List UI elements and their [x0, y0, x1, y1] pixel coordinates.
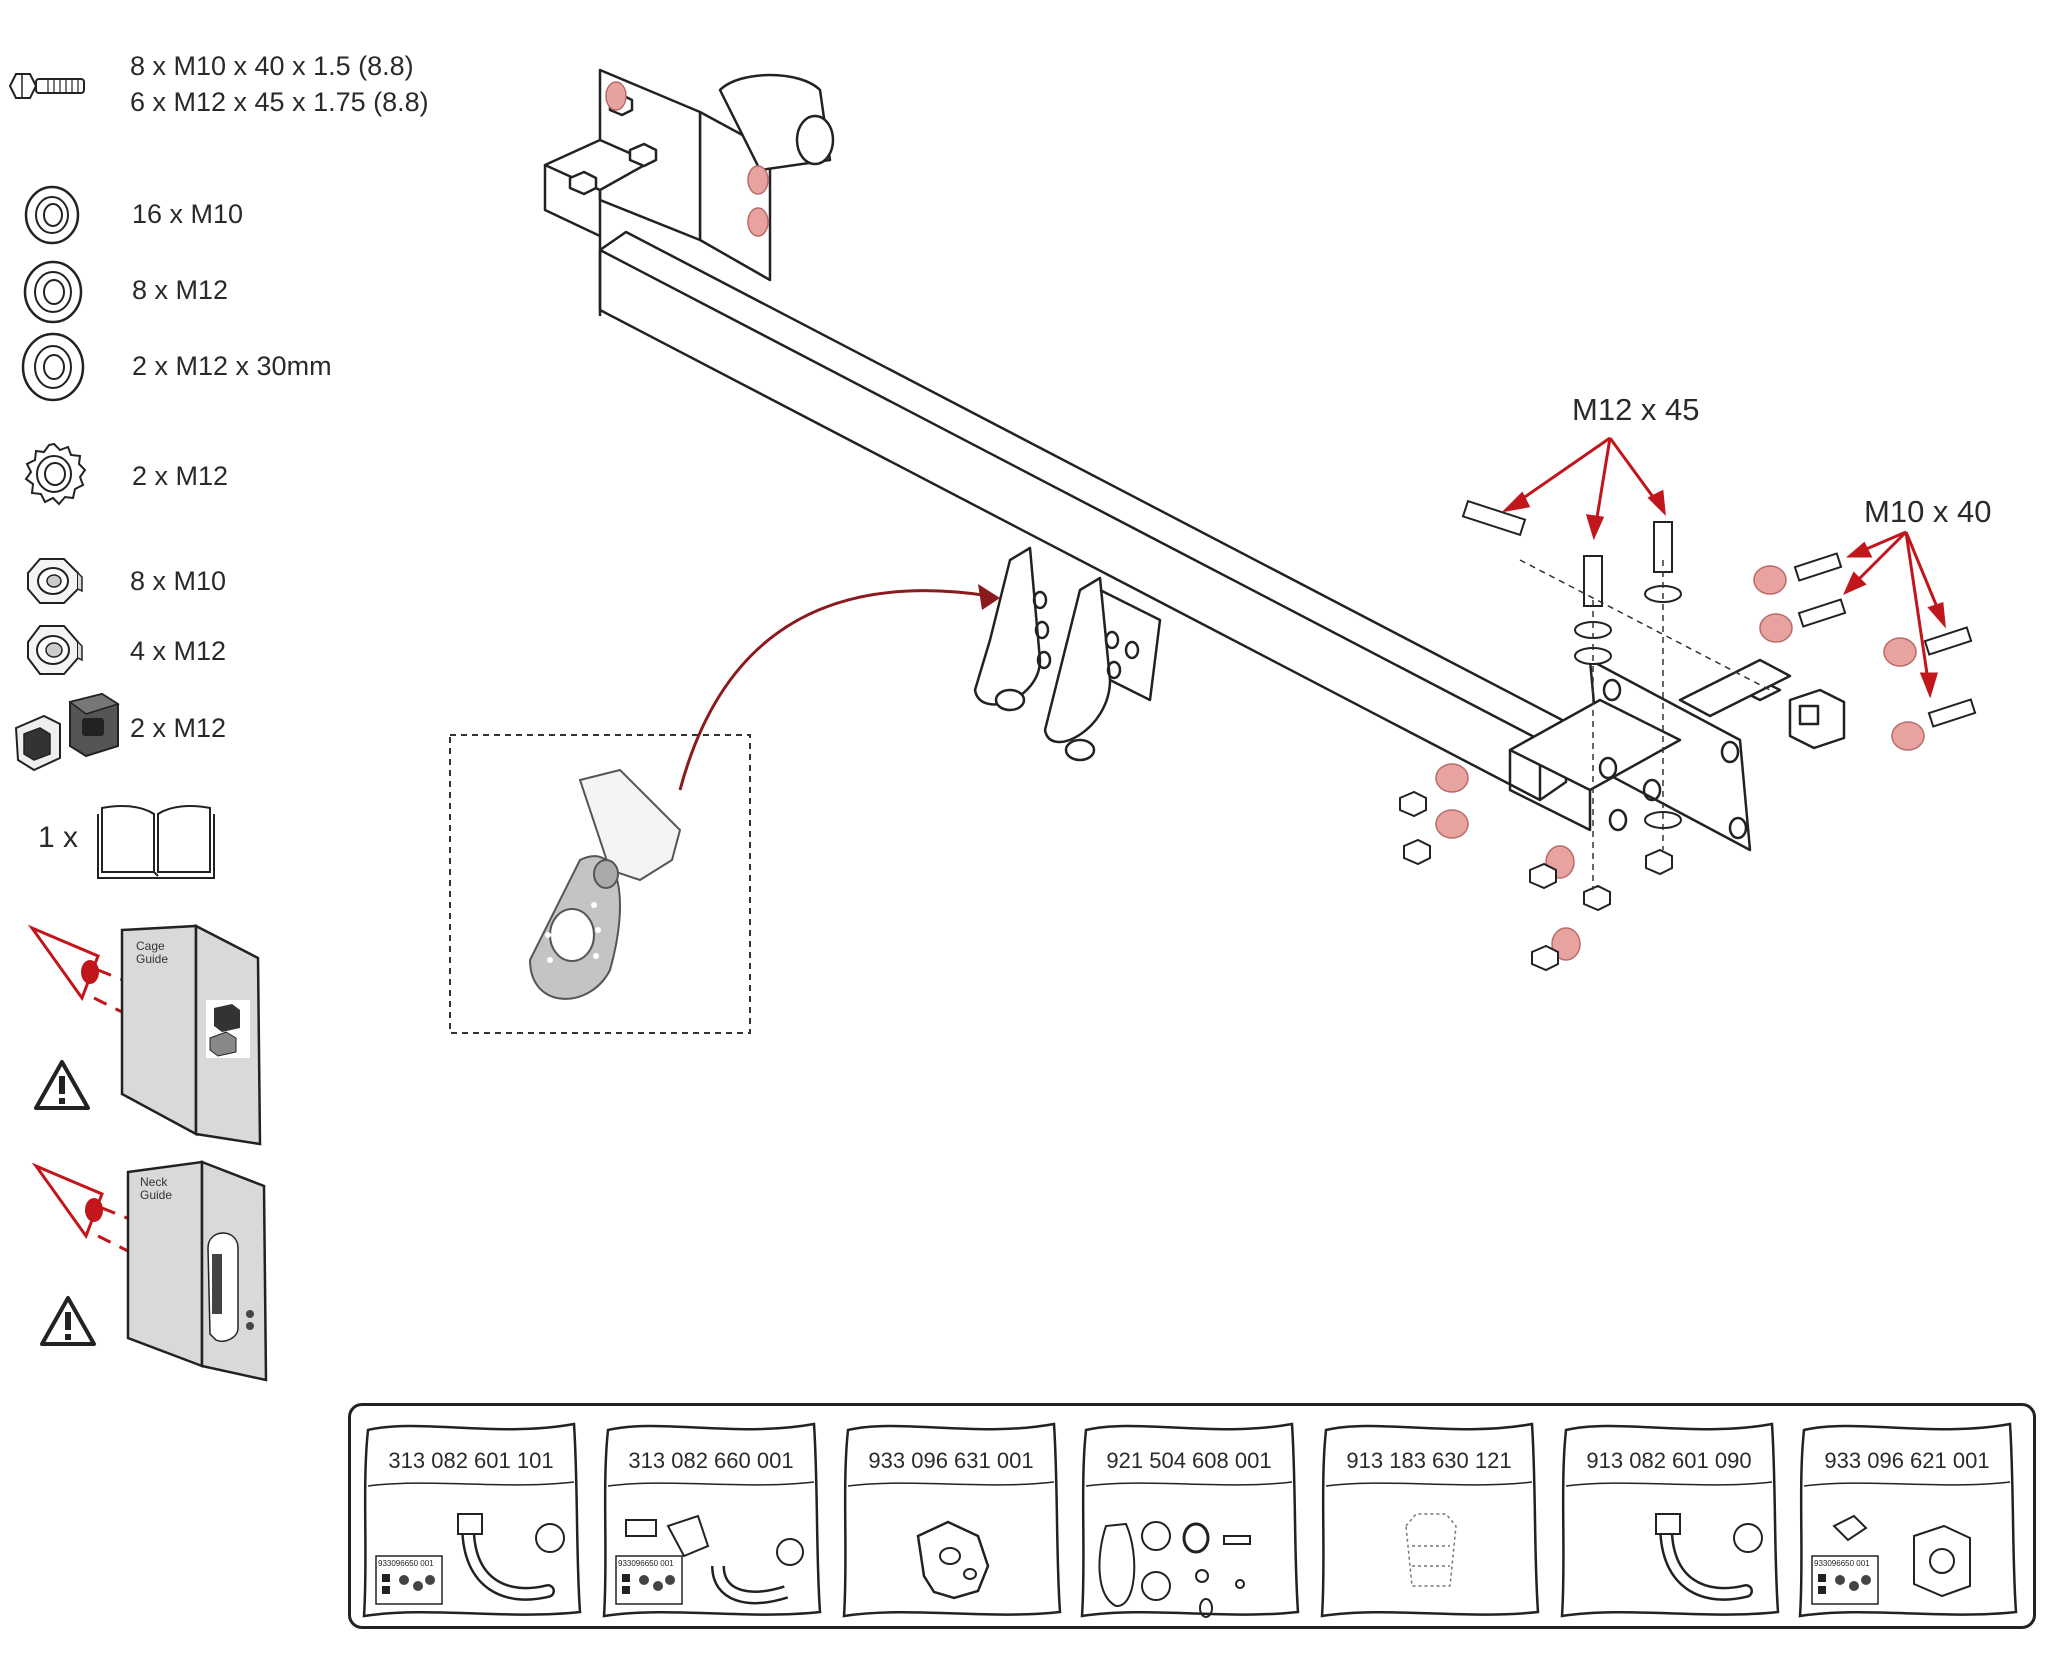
- large-washer-icon: [21, 332, 85, 402]
- part-number: 313 082 601 101: [388, 1448, 554, 1473]
- neck-guide-label: Neck Guide: [140, 1175, 173, 1202]
- lock-nut-icon: [27, 558, 83, 604]
- lock-washer-qty: 2 x M12: [132, 461, 229, 491]
- nut-m12-qty: 4 x M12: [130, 636, 227, 666]
- parts-bag: 913 183 630 121: [1316, 1416, 1542, 1621]
- ball-bracket-right: [1043, 576, 1112, 744]
- socket-bracket-icon: [1832, 1514, 1971, 1598]
- callout-m10: M10 x 40: [1864, 494, 1992, 529]
- part-number: 913 183 630 121: [1346, 1448, 1512, 1473]
- inset-bracket-icon: [528, 768, 682, 1000]
- washer-m12-30-qty: 2 x M12 x 30mm: [132, 351, 332, 381]
- warning-icon: [34, 1060, 90, 1110]
- parts-bag: 933096650 001 313 082 660 001: [598, 1416, 824, 1621]
- parts-bag: 921 504 608 001: [1076, 1416, 1302, 1621]
- ball-bracket-left: [973, 546, 1042, 706]
- tow-ball-neck-icon: [457, 1513, 565, 1601]
- svg-text:933096650 001: 933096650 001: [1814, 1559, 1870, 1568]
- lock-washer-icon: [24, 442, 87, 506]
- cage-nut-icon: [14, 692, 120, 772]
- parts-bag: 933096650 001 933 096 621 001: [1794, 1416, 2020, 1621]
- callout-m12: M12 x 45: [1572, 392, 1700, 427]
- washer-m10-qty: 16 x M10: [132, 199, 244, 229]
- cage-guide-booklet: [120, 923, 262, 1146]
- svg-text:933096650 001: 933096650 001: [378, 1559, 434, 1568]
- label-sticker: 933096650 001: [615, 1555, 683, 1605]
- bolt-icon: [8, 73, 85, 99]
- part-number: 921 504 608 001: [1106, 1448, 1272, 1473]
- nut-m10-qty: 8 x M10: [130, 566, 227, 596]
- part-number: 933 096 631 001: [868, 1448, 1034, 1473]
- cage-guide-label: Cage Guide: [136, 939, 169, 966]
- bolt-qty-m10: 8 x M10 x 40 x 1.5 (8.8): [130, 51, 414, 81]
- parts-bag-strip: [348, 1403, 2036, 1629]
- cage-nut-qty: 2 x M12: [130, 713, 227, 743]
- label-sticker: 933096650 001: [375, 1555, 443, 1605]
- warning-icon: [40, 1296, 96, 1346]
- electrical-kit-icon: [1098, 1521, 1251, 1618]
- washer-icon: [23, 260, 83, 324]
- parts-bag: 913 082 601 090: [1556, 1416, 1782, 1621]
- cover-cap-icon: [1405, 1513, 1457, 1587]
- parts-bag: 933 096 631 001: [838, 1416, 1064, 1621]
- mounting-plate-icon: [916, 1520, 990, 1600]
- detail-inset: [449, 734, 751, 1034]
- svg-text:933096650 001: 933096650 001: [618, 1559, 674, 1568]
- manual-qty: 1 x: [38, 821, 79, 854]
- part-number: 313 082 660 001: [628, 1448, 794, 1473]
- bolt-qty-m12: 6 x M12 x 45 x 1.75 (8.8): [130, 87, 429, 117]
- label-sticker: 933096650 001: [1811, 1555, 1879, 1605]
- tow-ball-neck-icon: [1655, 1513, 1763, 1601]
- lock-nut-icon: [27, 625, 83, 675]
- washer-m12-qty: 8 x M12: [132, 275, 229, 305]
- neck-guide-booklet: [126, 1160, 268, 1382]
- part-number: 913 082 601 090: [1586, 1448, 1752, 1473]
- part-number: 933 096 621 001: [1824, 1448, 1990, 1473]
- washer-icon: [24, 185, 80, 245]
- manual-book-icon: [97, 805, 215, 879]
- parts-bag: 933096650 001 313 082 601 101: [358, 1416, 584, 1621]
- detachable-tow-ball-icon: [625, 1514, 804, 1605]
